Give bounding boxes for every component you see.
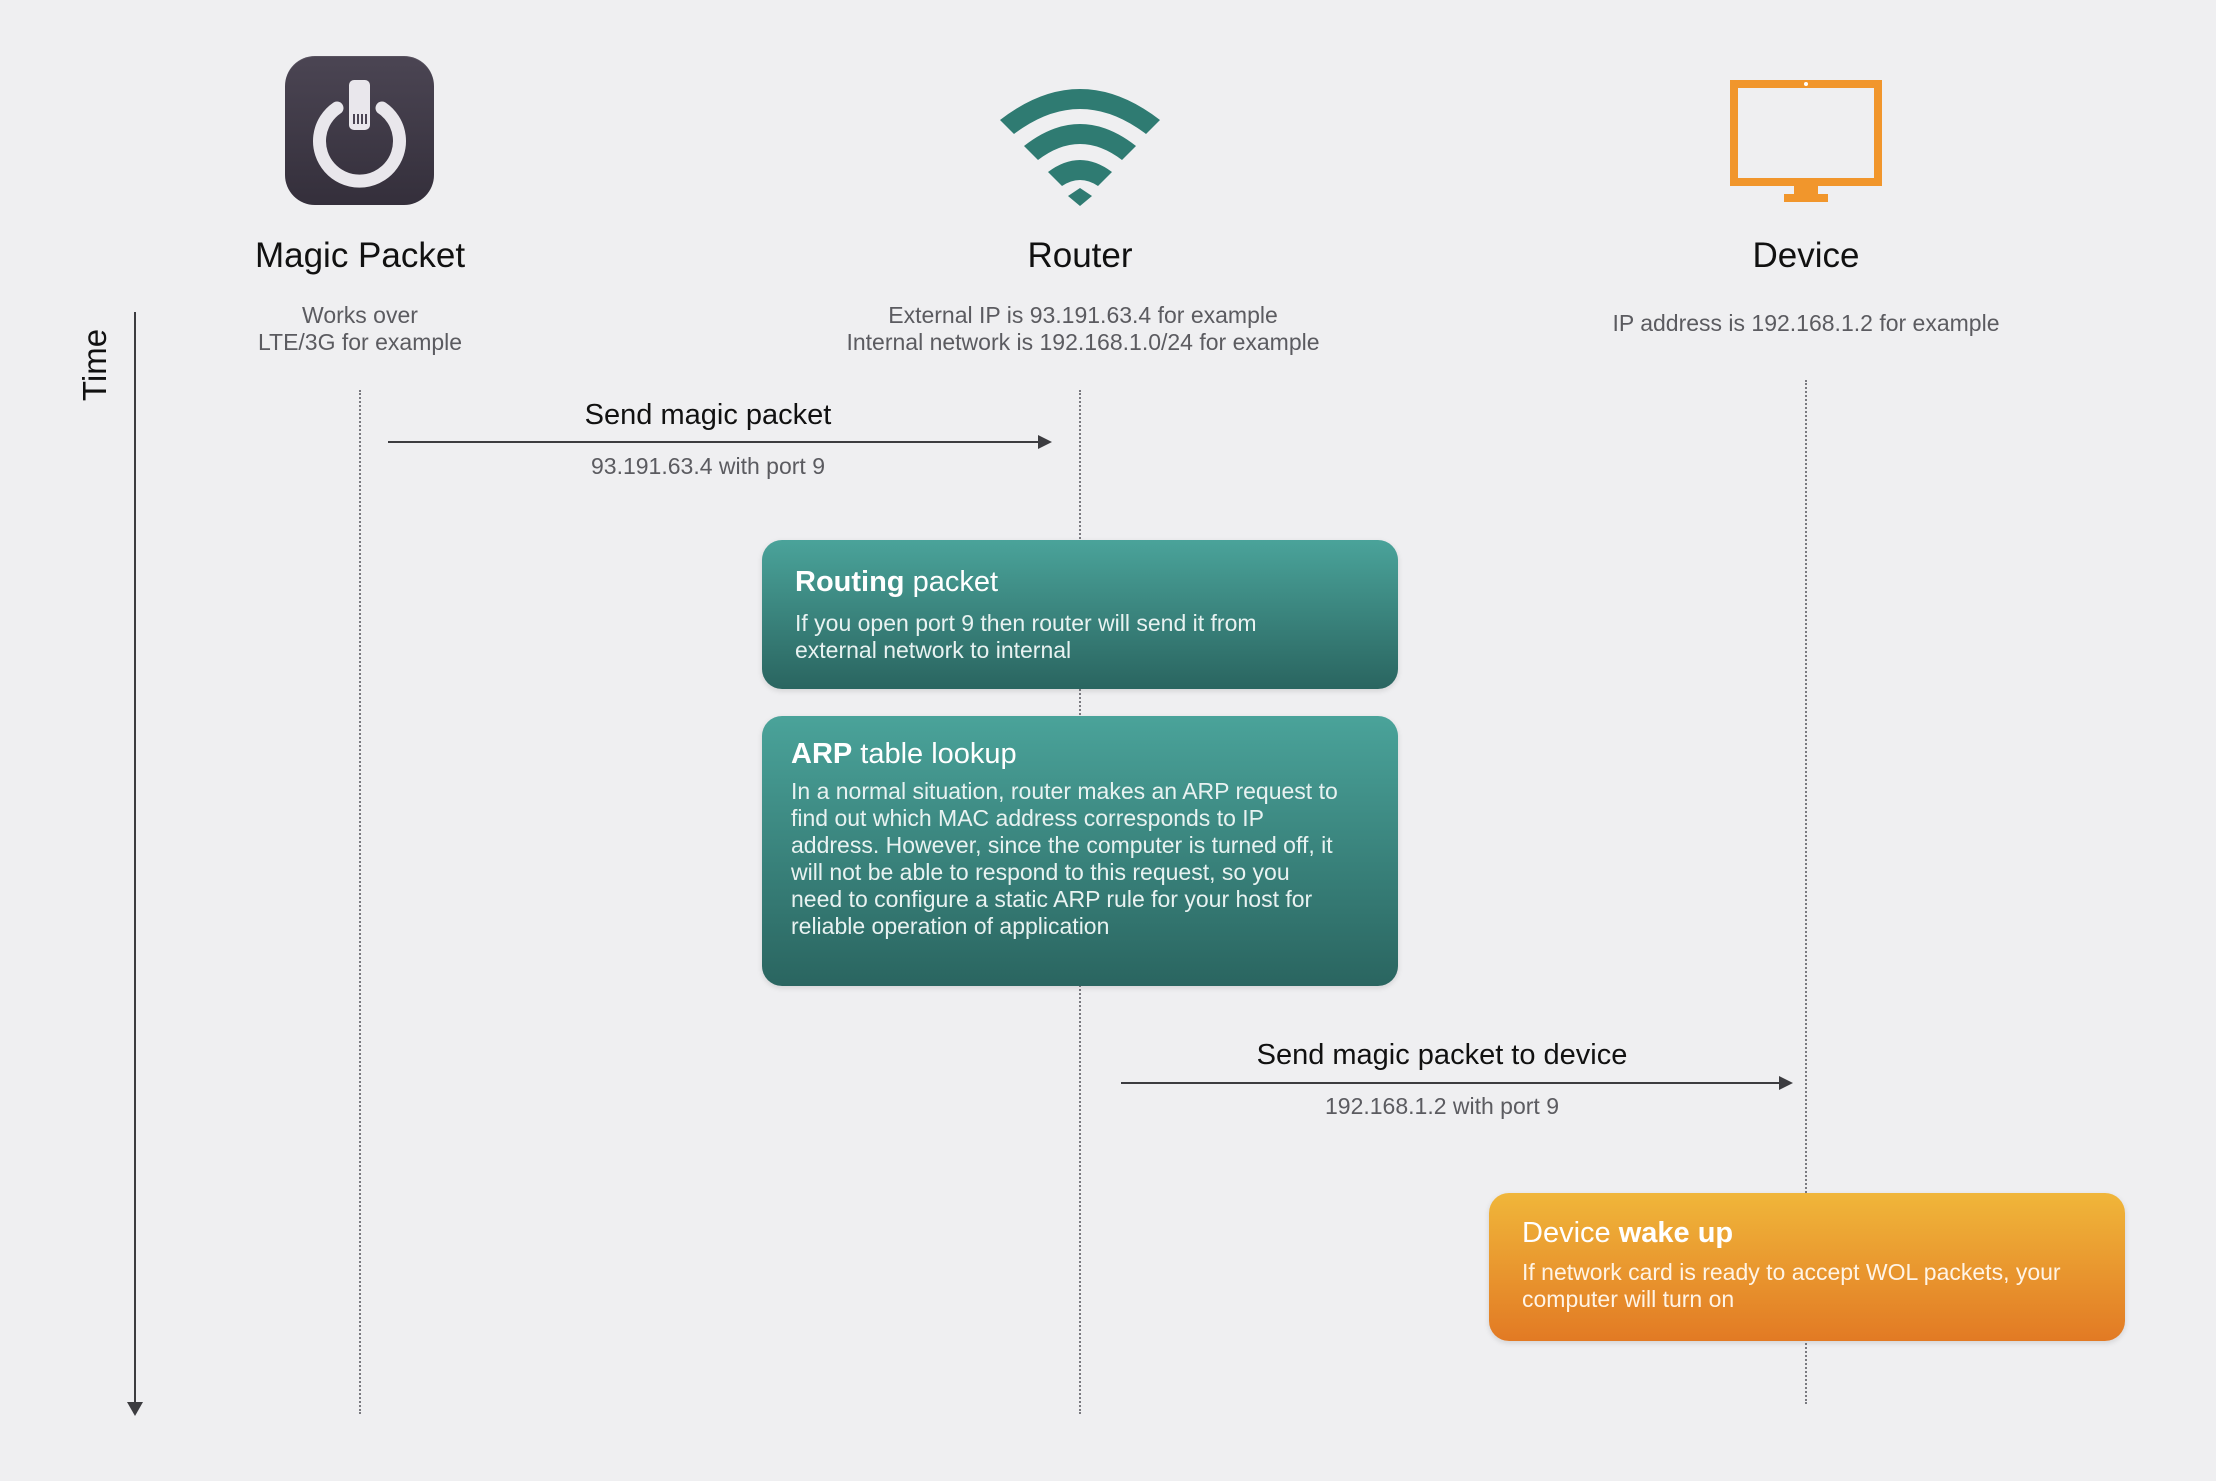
message-sub-send-magic-packet: 93.191.63.4 with port 9 [591,453,825,479]
box-title-bold: ARP [791,738,853,770]
box-body-line: computer will turn on [1522,1286,1735,1312]
desc-line: Works over [302,302,418,328]
desc-line: External IP is 93.191.63.4 for example [888,302,1278,328]
box-body: If network card is ready to accept WOL p… [1522,1259,2093,1313]
lifeline-magic-packet [359,390,361,1414]
message-arrow-line [388,441,1042,443]
arp-table-lookup-box: ARP table lookup In a normal situation, … [762,716,1398,986]
box-body-line: In a normal situation, router makes an A… [791,778,1338,804]
box-title-bold: Routing [795,566,905,598]
desc-line: LTE/3G for example [257,329,463,355]
box-body-line: reliable operation of application [791,913,1110,939]
box-title-rest: packet [904,566,999,598]
message-arrow-line [1121,1082,1783,1084]
participant-desc-device: IP address is 192.168.1.2 for example [1456,310,2156,337]
participant-title-magic-packet: Magic Packet [254,236,466,275]
box-title-rest: table lookup [852,738,1017,770]
message-sub-send-to-device: 192.168.1.2 with port 9 [1325,1093,1559,1119]
box-title-rest: Device [1522,1217,1619,1249]
box-body: If you open port 9 then router will send… [795,610,1366,664]
participant-title-router: Router [1027,236,1133,275]
time-axis-line [134,312,136,1402]
box-body-line: find out which MAC address corresponds t… [791,805,1265,831]
participant-desc-router: External IP is 93.191.63.4 for example I… [733,302,1433,356]
time-axis-arrowhead [127,1402,143,1416]
device-wake-up-box: Device wake up If network card is ready … [1489,1193,2125,1341]
desc-line: IP address is 192.168.1.2 for example [1612,310,2000,336]
box-title-bold: wake up [1618,1217,1734,1249]
monitor-icon [1730,80,1882,202]
box-body-line: external network to internal [795,637,1072,663]
routing-packet-box: Routing packet If you open port 9 then r… [762,540,1398,689]
message-arrowhead [1038,435,1052,449]
box-title: ARP table lookup [791,736,1368,772]
box-body-line: If network card is ready to accept WOL p… [1522,1259,2061,1285]
power-icon [313,80,406,188]
box-body: In a normal situation, router makes an A… [791,778,1368,940]
participant-title-device: Device [1752,236,1860,275]
box-body-line: address. However, since the computer is … [791,832,1333,858]
message-label-send-magic-packet: Send magic packet [584,399,832,431]
box-body-line: will not be able to respond to this requ… [791,859,1290,885]
box-body-line: need to configure a static ARP rule for … [791,886,1313,912]
wifi-icon [1000,89,1160,206]
message-label-send-to-device: Send magic packet to device [1256,1039,1628,1071]
power-button-app-icon [285,56,434,205]
participant-desc-magic-packet: Works over LTE/3G for example [10,302,710,356]
lifeline-device [1805,380,1807,1404]
box-body-line: If you open port 9 then router will send… [795,610,1257,636]
message-arrowhead [1779,1076,1793,1090]
box-title: Device wake up [1522,1215,2093,1251]
desc-line: Internal network is 192.168.1.0/24 for e… [846,329,1320,355]
box-title: Routing packet [795,564,1366,600]
